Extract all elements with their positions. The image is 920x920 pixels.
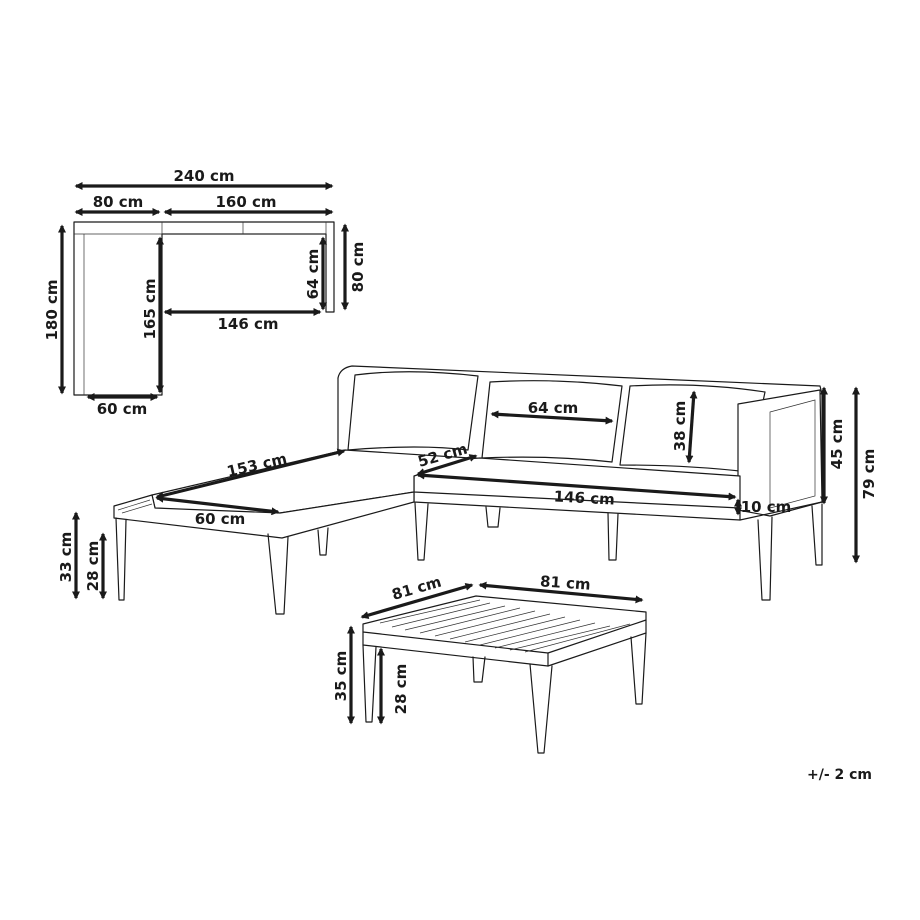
- dim-arrow-52: [416, 454, 478, 476]
- dim-arrow-146: [416, 471, 737, 501]
- label-inner-depth: 165 cm: [141, 278, 159, 339]
- label-table-height: 35 cm: [332, 651, 350, 702]
- label-sofa-depth: 80 cm: [349, 242, 367, 293]
- label-sofa-total-height: 79 cm: [860, 449, 878, 500]
- dim-arrow-64-cushion: [490, 410, 614, 425]
- plan-outline: [73, 221, 335, 396]
- label-chaise-seat-width: 60 cm: [97, 400, 148, 418]
- label-sofa-seat-depth: 64 cm: [304, 249, 322, 300]
- dim-arrow-60-chaise: [155, 494, 280, 516]
- dim-arrow-38: [685, 390, 698, 464]
- label-seat-height: 45 cm: [828, 419, 846, 470]
- tolerance-note: +/- 2 cm: [807, 767, 872, 783]
- label-seat-thickness: 10 cm: [741, 498, 792, 516]
- plan-view: 240 cm 80 cm 160 cm 180 cm 165 cm 64 cm …: [43, 167, 367, 418]
- dim-arrow-81-width: [478, 581, 644, 604]
- label-table-leg-height: 28 cm: [392, 664, 410, 715]
- label-cushion-width: 64 cm: [528, 399, 579, 417]
- label-sofa-seat-width: 146 cm: [217, 315, 278, 333]
- label-table-width: 81 cm: [539, 572, 591, 593]
- dim-arrow-81-depth: [360, 582, 474, 620]
- label-sofa-width: 160 cm: [215, 193, 276, 211]
- label-overall-depth: 180 cm: [43, 279, 61, 340]
- label-chaise-total-height: 33 cm: [57, 532, 75, 583]
- label-cushion-height: 38 cm: [671, 401, 689, 452]
- coffee-table: 81 cm 81 cm 35 cm 28 cm: [332, 572, 647, 754]
- label-chaise-leg-height: 28 cm: [84, 541, 102, 592]
- dim-arrow-153: [155, 448, 346, 500]
- label-chaise-seat-width-3d: 60 cm: [195, 510, 246, 528]
- label-table-depth: 81 cm: [390, 573, 444, 604]
- label-sofa-seat-width-3d: 146 cm: [553, 487, 615, 508]
- label-chaise-width: 80 cm: [93, 193, 144, 211]
- label-overall-width: 240 cm: [173, 167, 234, 185]
- sectional-sofa: 153 cm 60 cm 52 cm 146 cm 64 cm 38 cm 10…: [57, 365, 878, 615]
